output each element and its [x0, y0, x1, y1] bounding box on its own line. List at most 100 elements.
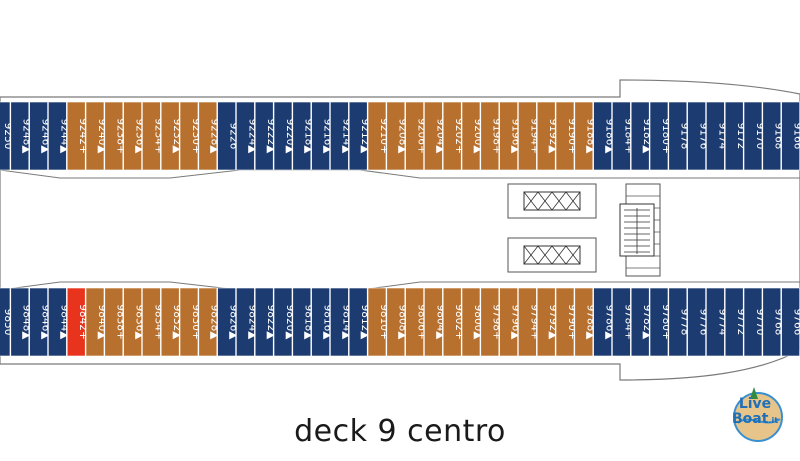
cabin-label: 9224▲	[246, 119, 258, 155]
cabin-9206	[405, 101, 424, 171]
logo-line-1: Live	[738, 396, 772, 412]
logo-suffix: .it	[768, 416, 779, 425]
cabin-9844	[48, 287, 67, 357]
cabin-9170	[743, 101, 763, 171]
cabin-9802	[442, 287, 462, 357]
cabin-label: 9166	[792, 123, 800, 150]
cabin-9842	[66, 287, 86, 357]
cabin-9194	[518, 101, 537, 171]
cabin-9792	[536, 287, 556, 357]
cabin-9176	[687, 101, 706, 171]
cabin-9818	[292, 287, 312, 357]
deck-title: deck 9 centro	[294, 414, 506, 449]
globe-icon	[733, 387, 783, 442]
cabin-9794	[518, 287, 537, 357]
cabin-9196	[499, 101, 518, 171]
cabin-9182	[630, 101, 650, 171]
cabin-9838	[104, 287, 124, 357]
cabin-9822	[254, 287, 274, 357]
cabin-9834	[142, 287, 161, 357]
cabin-9812	[348, 287, 368, 357]
cabin-9240	[85, 101, 105, 171]
cabin-9234	[142, 101, 161, 171]
cabin-9212	[348, 101, 368, 171]
cabin-9184	[612, 101, 631, 171]
cabin-9224	[236, 101, 255, 171]
cabin-9786	[593, 287, 612, 357]
cabin-9188	[574, 101, 594, 171]
cabin-9800	[461, 287, 481, 357]
cabin-9216	[311, 101, 330, 171]
cabin-9244	[48, 101, 67, 171]
cabin-9238	[104, 101, 124, 171]
cabin-9228	[198, 101, 218, 171]
cabin-9850	[0, 287, 11, 357]
cabin-9200	[461, 101, 481, 171]
cabin-9190	[555, 101, 575, 171]
cabin-9788	[574, 287, 594, 357]
cabin-9174	[706, 101, 725, 171]
cabin-9210	[367, 101, 387, 171]
cabin-9172	[724, 101, 744, 171]
logo-line-2: Boat	[731, 411, 769, 427]
cabin-9772	[724, 287, 744, 357]
cabin-9246	[29, 101, 48, 171]
cabin-9832	[160, 287, 180, 357]
cabin-9204	[424, 101, 443, 171]
cabin-9828	[198, 287, 218, 357]
cabin-9222	[254, 101, 274, 171]
cabin-9830	[179, 287, 199, 357]
cabin-9770	[743, 287, 763, 357]
cabin-9220	[273, 101, 293, 171]
cabin-9776	[687, 287, 706, 357]
cabin-label: 9766	[792, 309, 800, 336]
cabin-9248	[10, 101, 30, 171]
cabin-9790	[555, 287, 575, 357]
cabin-9778	[668, 287, 688, 357]
cabin-9804	[424, 287, 443, 357]
cabin-9836	[123, 287, 142, 357]
cabin-9780	[649, 287, 669, 357]
cabin-9820	[273, 287, 293, 357]
cabin-9226	[217, 101, 236, 171]
cabin-9768	[762, 287, 782, 357]
liveboat-logo: Live Boat.it	[714, 383, 796, 445]
cabin-9180	[649, 101, 669, 171]
cabin-9846	[29, 287, 48, 357]
cabin-9236	[123, 101, 142, 171]
cabin-9798	[480, 287, 500, 357]
cabin-9232	[160, 101, 180, 171]
cabin-9806	[405, 287, 424, 357]
cabin-9824	[236, 287, 255, 357]
cabin-9814	[330, 287, 349, 357]
cabin-9198	[480, 101, 500, 171]
cabin-9810	[367, 287, 387, 357]
cabin-9242	[66, 101, 86, 171]
cabin-9774	[706, 287, 725, 357]
cabin-9202	[442, 101, 462, 171]
cabin-9816	[311, 287, 330, 357]
cabin-9250	[0, 101, 11, 171]
elevator-icon	[507, 183, 597, 273]
cabin-9192	[536, 101, 556, 171]
cabin-9168	[762, 101, 782, 171]
cabin-9178	[668, 101, 688, 171]
stairs-icon	[619, 183, 661, 277]
cabin-9208	[386, 101, 406, 171]
cabin-9218	[292, 101, 312, 171]
cabin-9848	[10, 287, 30, 357]
cabin-label: 9824▲	[246, 305, 258, 341]
cabin-9214	[330, 101, 349, 171]
cabin-9230	[179, 101, 199, 171]
cabin-9784	[612, 287, 631, 357]
cabin-9782	[630, 287, 650, 357]
cabin-9826	[217, 287, 236, 357]
cabin-9840	[85, 287, 105, 357]
cabin-9796	[499, 287, 518, 357]
cabin-9186	[593, 101, 612, 171]
cabin-9808	[386, 287, 406, 357]
